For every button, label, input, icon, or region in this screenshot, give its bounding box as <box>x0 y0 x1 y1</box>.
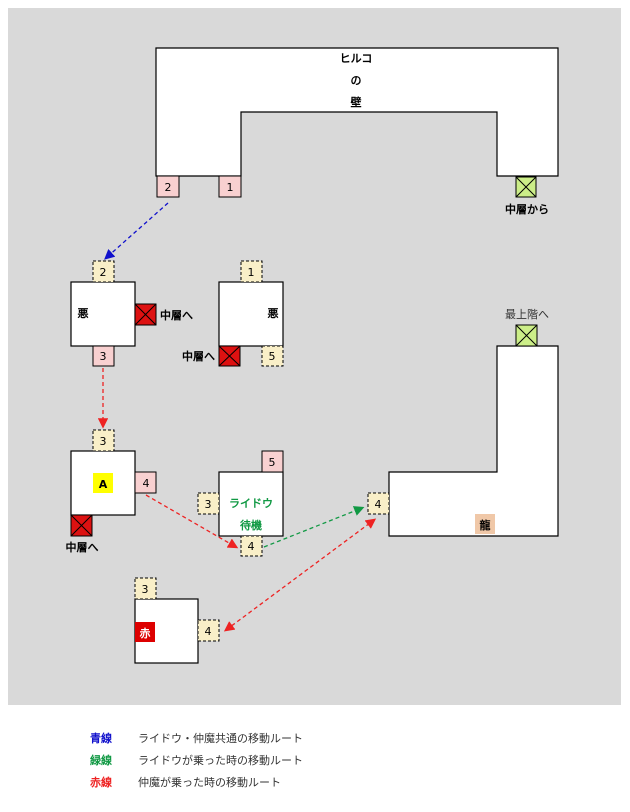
raidou-label-2: 待機 <box>239 518 262 532</box>
door-a-top-label: 3 <box>100 435 107 448</box>
door-raidou-bottom-label: 4 <box>248 540 255 553</box>
door-raidou-left[interactable] <box>197 492 220 515</box>
door-evil-right-top-label: 1 <box>248 266 255 279</box>
door-top-1-label: 1 <box>227 181 234 194</box>
door-evil-right-top[interactable] <box>240 260 263 283</box>
hiruko-wall-label-3: 壁 <box>351 95 362 109</box>
marker-dragon <box>475 514 495 534</box>
to-top-label: 最上階へ <box>505 307 549 321</box>
door-red-top[interactable] <box>134 577 157 600</box>
door-red-right-label: 4 <box>205 625 212 638</box>
legend-key-red: 赤線 <box>90 776 112 789</box>
legend-row-green: 緑線 ライドウが乗った時の移動ルート <box>90 750 303 772</box>
marker-dragon-label: 龍 <box>480 518 491 532</box>
exit-to-middle-icon[interactable] <box>218 345 241 367</box>
hiruko-wall-room <box>155 47 559 177</box>
door-evil-left-bottom-label: 3 <box>100 350 107 363</box>
legend-desc-red: 仲魔が乗った時の移動ルート <box>138 776 281 789</box>
door-a-right[interactable] <box>134 471 157 494</box>
floor-map: ヒルコ の 壁 2 1 中層から 悪 2 3 中層へ 悪 1 5 中層へ A 3… <box>8 8 621 705</box>
exit-to-middle-icon[interactable] <box>134 303 157 326</box>
evil-room-right <box>218 281 284 347</box>
route-red-3 <box>223 518 377 632</box>
legend-desc-blue: ライドウ・仲魔共通の移動ルート <box>138 732 303 745</box>
route-red-2 <box>145 494 239 549</box>
from-middle-label: 中層から <box>505 202 549 216</box>
marker-red <box>135 622 155 642</box>
door-red-right[interactable] <box>197 619 220 642</box>
door-evil-right-bottom[interactable] <box>261 345 284 367</box>
exit-to-top-icon[interactable] <box>515 324 538 347</box>
door-top-2-label: 2 <box>165 181 172 194</box>
to-middle-label-2: 中層へ <box>182 349 215 363</box>
dragon-room <box>388 345 559 537</box>
to-middle-label-1: 中層へ <box>160 308 193 322</box>
legend-row-red: 赤線 仲魔が乗った時の移動ルート <box>90 772 303 794</box>
legend: 青線 ライドウ・仲魔共通の移動ルート 緑線 ライドウが乗った時の移動ルート 赤線… <box>90 728 303 794</box>
door-dragon-left-label: 4 <box>375 498 382 511</box>
door-a-right-label: 4 <box>143 477 150 490</box>
hiruko-wall-label-1: ヒルコ <box>340 52 373 65</box>
door-red-top-label: 3 <box>142 583 149 596</box>
exit-to-middle-icon[interactable] <box>70 514 93 537</box>
door-raidou-top-label: 5 <box>269 456 276 469</box>
door-evil-right-bottom-label: 5 <box>269 350 276 363</box>
evil-room-right-label: 悪 <box>268 307 279 320</box>
legend-key-green: 緑線 <box>90 754 112 767</box>
door-evil-left-bottom[interactable] <box>92 345 115 367</box>
marker-a-label: A <box>99 478 108 491</box>
door-dragon-left[interactable] <box>367 492 390 515</box>
door-evil-left-top[interactable] <box>92 260 115 283</box>
door-raidou-left-label: 3 <box>205 498 212 511</box>
door-top-2[interactable] <box>156 175 180 198</box>
marker-red-label: 赤 <box>140 626 151 640</box>
door-top-1[interactable] <box>218 175 242 198</box>
to-middle-label-3: 中層へ <box>66 540 99 554</box>
marker-a <box>93 473 113 493</box>
door-evil-left-top-label: 2 <box>100 266 107 279</box>
legend-desc-green: ライドウが乗った時の移動ルート <box>138 754 303 767</box>
legend-key-blue: 青線 <box>90 732 112 745</box>
hiruko-wall-label-2: の <box>351 74 362 87</box>
door-raidou-top[interactable] <box>261 450 284 473</box>
door-a-top[interactable] <box>92 429 115 452</box>
evil-room-left-label: 悪 <box>78 307 89 320</box>
exit-from-middle-icon[interactable] <box>515 176 537 198</box>
raidou-label-1: ライドウ <box>229 497 273 510</box>
legend-row-blue: 青線 ライドウ・仲魔共通の移動ルート <box>90 728 303 750</box>
